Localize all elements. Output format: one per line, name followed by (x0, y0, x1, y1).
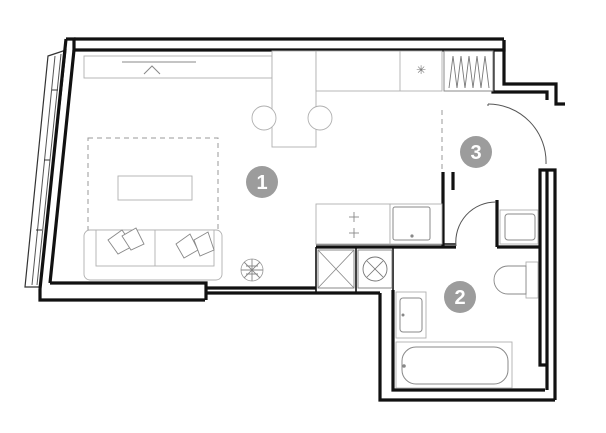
room-number-1: 1 (256, 172, 267, 194)
wardrobe-icon (443, 50, 494, 92)
room-number-3: 3 (470, 142, 481, 164)
toilet-icon (493, 261, 539, 299)
wall-shelf (83, 55, 273, 79)
room-badge-3: 3 (460, 136, 492, 168)
bathroom-sink-icon (395, 291, 427, 339)
room-badge-2: 2 (444, 281, 476, 313)
bathroom-cabinet (499, 209, 539, 245)
ventilation-shaft (317, 249, 355, 289)
room-number-2: 2 (454, 287, 465, 309)
washing-machine-icon (357, 249, 393, 289)
bathtub-icon (395, 341, 513, 389)
entrance-door (487, 103, 547, 165)
window-icon (24, 49, 67, 288)
plant-icon (240, 258, 264, 282)
sink-icon (389, 203, 443, 245)
room-badge-1: 1 (246, 166, 278, 198)
dining-table-icon (251, 50, 333, 148)
coffee-table (117, 175, 193, 201)
rug-outline (87, 137, 219, 231)
kitchen-upper-counter: ✳ (315, 50, 443, 92)
sofa-icon (83, 227, 223, 281)
bathroom-door (455, 201, 497, 247)
svg-text:✳: ✳ (416, 63, 426, 77)
kitchen-hob-icon (315, 203, 391, 245)
